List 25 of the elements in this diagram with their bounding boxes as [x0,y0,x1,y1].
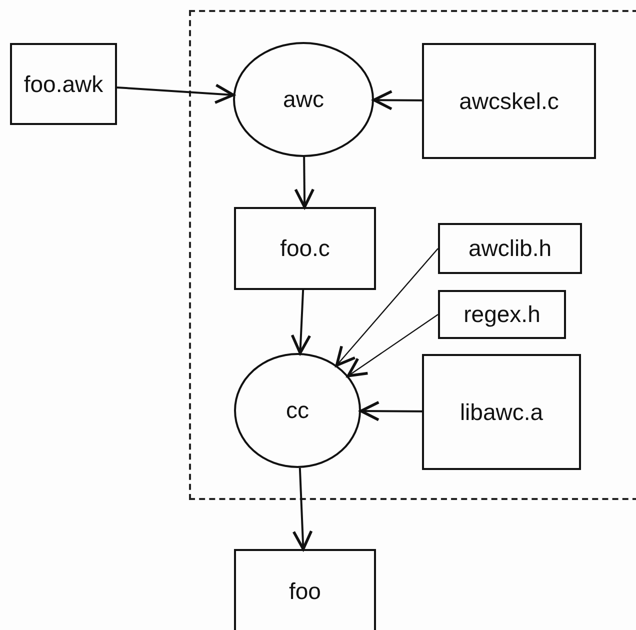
arrow [372,90,422,110]
process-box [234,207,376,290]
arrow [294,156,315,208]
process-box [422,354,581,470]
process-box [438,290,566,339]
node-label: foo.c [280,235,330,262]
node-label: awcskel.c [459,88,559,114]
process-box [422,43,596,159]
node-label: awc [283,86,324,113]
node-label: regex.h [464,301,540,328]
node-label: cc [286,397,309,424]
node-label: foo [289,578,321,604]
arrow [346,314,438,378]
process-box [10,43,117,125]
process-box [438,223,582,274]
process-box [234,549,376,630]
node-label: foo.awk [24,70,104,98]
arrow [292,468,313,550]
node-label: awclib.h [468,235,552,262]
node-label: libawc.a [460,398,544,426]
arrow [290,290,312,354]
arrow [360,400,422,422]
arrow [335,248,438,367]
arrow [116,84,235,104]
group-boundary [189,10,636,500]
